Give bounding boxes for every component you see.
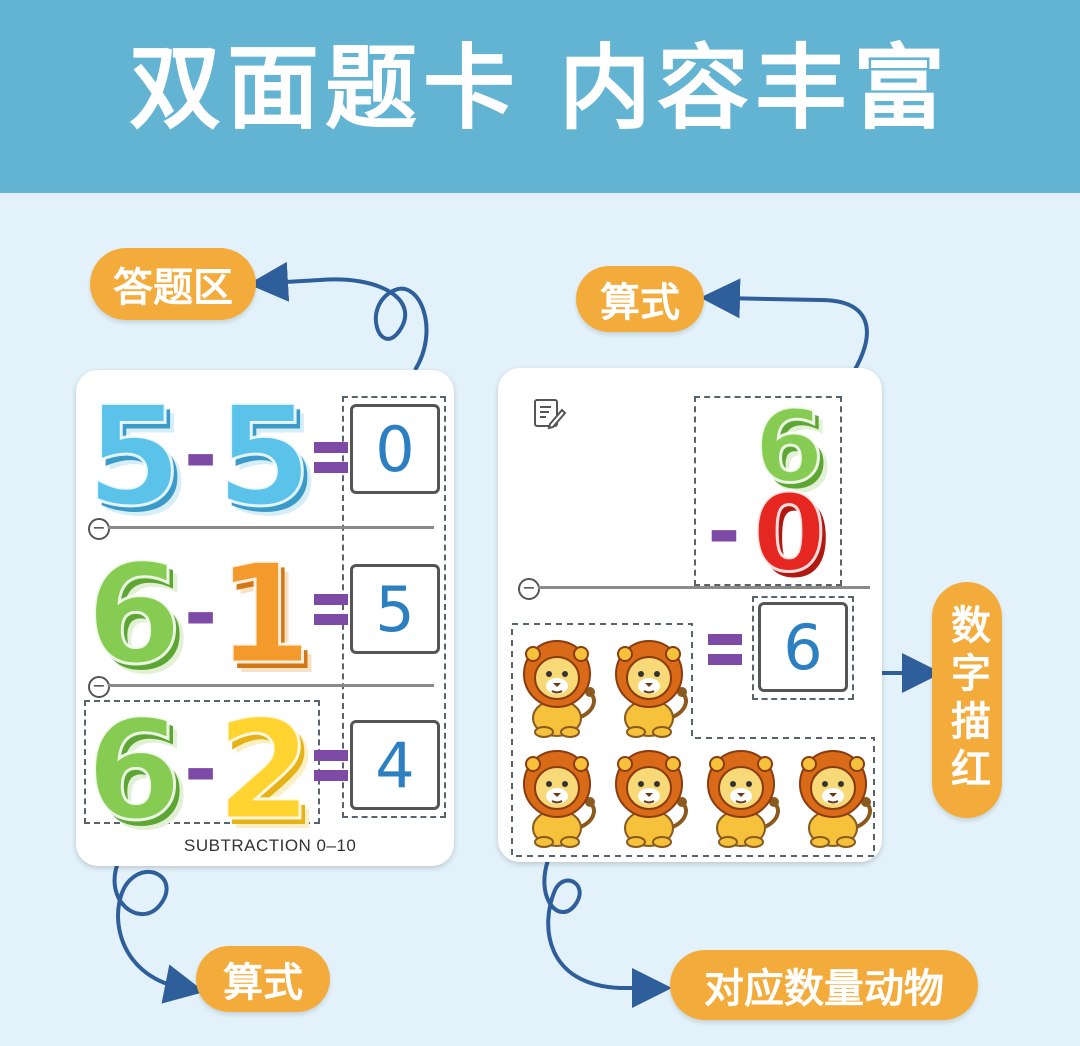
- row2-number-b: 1: [214, 534, 313, 695]
- lion-illustration: [794, 746, 872, 848]
- top-number: 6: [753, 388, 826, 505]
- arrow-to-formula-top: [700, 278, 869, 380]
- separator1-line: [108, 526, 434, 529]
- label-digit-tracing-text: 数字描红: [944, 604, 990, 796]
- arrow-to-formula-bottom: [112, 857, 205, 1004]
- right-equals-sign: [708, 632, 752, 666]
- row3-minus-sign: -: [184, 723, 218, 816]
- left-question-card: 5 - 5 0 − 6 - 1 5 − 6 - 2 4 SUBTRACTION …: [76, 370, 454, 866]
- edit-note-icon: [534, 399, 567, 430]
- label-formula-bottom: 算式: [196, 946, 330, 1012]
- vertical-formula-outline: [694, 396, 842, 586]
- row3-equals-sign: [314, 748, 348, 782]
- row1-minus-sign: -: [184, 409, 218, 502]
- right-separator-line: [538, 586, 870, 589]
- row2-answer-box[interactable]: 5: [350, 564, 440, 654]
- lion-illustration: [610, 746, 688, 848]
- separator1-circle: −: [88, 518, 110, 540]
- lion-illustration: [518, 636, 596, 738]
- card-caption: SUBTRACTION 0–10: [184, 836, 357, 855]
- row3-formula-outline: [84, 700, 320, 824]
- label-matching-animals-text: 对应数量动物: [704, 966, 944, 1012]
- header-banner: 双面题卡 内容丰富: [0, 0, 1080, 193]
- separator2-line: [108, 684, 434, 687]
- label-formula-bottom-text: 算式: [223, 960, 303, 1006]
- label-formula-top: 算式: [576, 266, 704, 332]
- label-answer-area: 答题区: [90, 248, 256, 320]
- lion-illustration: [518, 746, 596, 848]
- bottom-number: 0: [751, 472, 828, 595]
- row3-number-a: 6: [84, 690, 183, 851]
- right-separator-circle: −: [518, 578, 540, 600]
- row1-equals-sign: [314, 440, 348, 474]
- answer-column-outline: [342, 396, 446, 818]
- vertical-minus-sign: -: [707, 485, 741, 578]
- row2-minus-sign: -: [184, 567, 218, 660]
- answer-tracing-outline: [752, 596, 854, 700]
- lion-illustration: [702, 746, 780, 848]
- label-formula-top-text: 算式: [600, 280, 680, 326]
- arrow-to-answer-area: [248, 261, 429, 372]
- row1-number-b: 5: [214, 376, 313, 537]
- page-title: 双面题卡 内容丰富: [128, 35, 952, 142]
- label-digit-tracing: 数字描红: [932, 582, 1002, 818]
- arrow-to-matching-animals: [542, 859, 672, 1008]
- row2-number-a: 6: [84, 534, 183, 695]
- row3-answer-box[interactable]: 4: [350, 720, 440, 810]
- row1-number-a: 5: [84, 376, 183, 537]
- lion-illustration: [610, 636, 688, 738]
- row3-number-b: 2: [214, 690, 313, 851]
- right-question-card: 6 - 0 − 6: [498, 368, 882, 862]
- label-matching-animals: 对应数量动物: [670, 950, 978, 1020]
- right-answer-box[interactable]: 6: [758, 602, 848, 692]
- separator2-circle: −: [88, 676, 110, 698]
- row1-answer-box[interactable]: 0: [350, 404, 440, 494]
- label-answer-area-text: 答题区: [113, 265, 233, 311]
- lions-area-outline: [511, 623, 875, 857]
- row2-equals-sign: [314, 592, 348, 626]
